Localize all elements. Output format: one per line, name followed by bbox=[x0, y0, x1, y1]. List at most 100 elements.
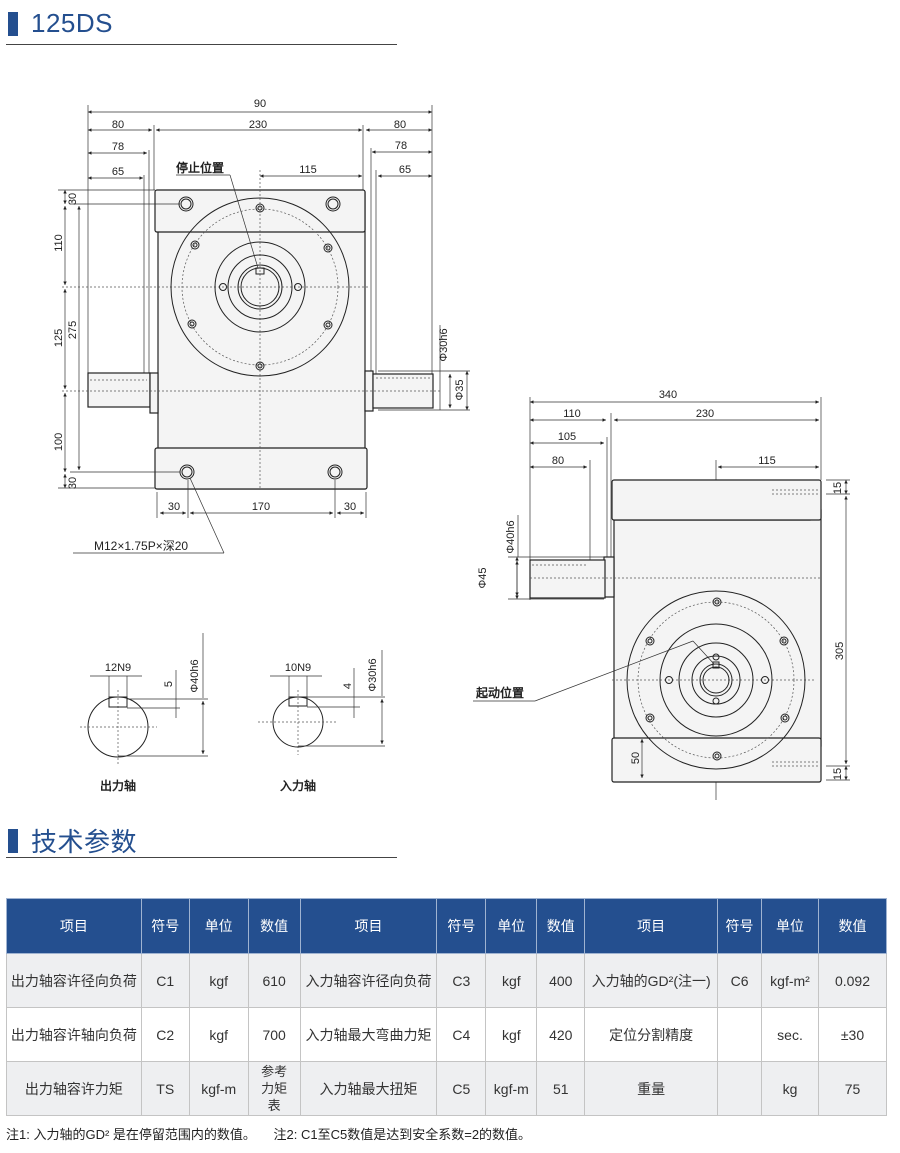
dim-bottom-170: 170 bbox=[252, 501, 270, 513]
dim-side-115: 115 bbox=[758, 455, 776, 467]
cell-symbol: C6 bbox=[717, 953, 763, 1008]
dim-center-230: 230 bbox=[249, 119, 267, 131]
table-row: 出力轴容许力矩 TS kgf-m 参考力矩表 入力轴最大扭矩 C5 kgf-m … bbox=[6, 1061, 888, 1116]
cell-value: ±30 bbox=[817, 1007, 888, 1062]
header-value: 数值 bbox=[817, 898, 888, 954]
cell-symbol: C3 bbox=[436, 953, 487, 1008]
params-section-header: 技术参数 bbox=[8, 822, 137, 859]
header-item: 项目 bbox=[299, 898, 438, 954]
output-shaft-section: 12N9 5 Φ40h6 出力轴 bbox=[80, 633, 208, 793]
side-view: 340 110 230 105 80 115 bbox=[473, 389, 850, 800]
output-shaft-diameter: Φ40h6 bbox=[189, 659, 201, 692]
cell-item: 入力轴最大扭矩 bbox=[299, 1061, 438, 1116]
output-key-width: 12N9 bbox=[105, 662, 131, 674]
dim-shaft-dia-30h6: Φ30h6 bbox=[438, 328, 450, 361]
header-symbol: 符号 bbox=[717, 898, 763, 954]
dim-side-flange-dia-45: Φ45 bbox=[477, 567, 489, 588]
stop-position-label: 停止位置 bbox=[176, 160, 224, 175]
cell-value: 0.092 bbox=[817, 953, 888, 1008]
header-item: 项目 bbox=[584, 898, 719, 954]
dim-left-65: 65 bbox=[112, 166, 124, 178]
cell-symbol: C4 bbox=[436, 1007, 487, 1062]
input-shaft-diameter: Φ30h6 bbox=[367, 658, 379, 691]
cell-symbol: TS bbox=[140, 1061, 190, 1116]
cell-unit: kgf bbox=[188, 1007, 249, 1062]
input-shaft-label: 入力轴 bbox=[280, 778, 316, 793]
model-section-header: 125DS bbox=[8, 8, 113, 39]
technical-drawing: 90 80 230 80 78 78 65 115 65 bbox=[53, 98, 850, 800]
side-input-shaft bbox=[529, 559, 606, 599]
dim-left-80: 80 bbox=[112, 119, 124, 131]
dim-bottom-30-left: 30 bbox=[168, 501, 180, 513]
table-row: 出力轴容许轴向负荷 C2 kgf 700 入力轴最大弯曲力矩 C4 kgf 42… bbox=[6, 1007, 888, 1062]
cell-value: 400 bbox=[536, 953, 586, 1008]
dim-right-65: 65 bbox=[399, 164, 411, 176]
model-title: 125DS bbox=[31, 8, 113, 38]
front-bottom-flange bbox=[154, 447, 368, 490]
input-shaft-section: 10N9 4 Φ30h6 入力轴 bbox=[258, 650, 385, 793]
footnotes: 注1: 入力轴的GD² 是在停留范围内的数值。 注2: C1至C5数值是达到安全… bbox=[6, 1124, 545, 1143]
dim-total-width: 90 bbox=[254, 98, 266, 110]
header-value: 数值 bbox=[247, 898, 301, 954]
cell-item: 出力轴容许轴向负荷 bbox=[6, 1007, 142, 1062]
mounting-holes bbox=[178, 196, 343, 480]
dim-left-110: 110 bbox=[53, 234, 65, 252]
dim-side-15-bottom: 15 bbox=[832, 768, 844, 780]
dim-right-78: 78 bbox=[395, 140, 407, 152]
dim-side-105: 105 bbox=[558, 431, 576, 443]
dim-side-80: 80 bbox=[552, 455, 564, 467]
dim-side-110: 110 bbox=[563, 408, 581, 420]
dim-right-80: 80 bbox=[394, 119, 406, 131]
dim-side-340: 340 bbox=[659, 389, 677, 401]
dim-left-125: 125 bbox=[53, 329, 65, 347]
cell-unit: kgf bbox=[188, 953, 249, 1008]
cell-unit: kgf bbox=[485, 953, 538, 1008]
header-item: 项目 bbox=[6, 898, 142, 954]
section-divider bbox=[6, 44, 397, 45]
dim-left-30-bottom: 30 bbox=[67, 477, 79, 489]
cell-value: 420 bbox=[536, 1007, 586, 1062]
dim-left-78: 78 bbox=[112, 141, 124, 153]
cell-symbol bbox=[717, 1007, 763, 1062]
output-key-depth: 5 bbox=[163, 681, 175, 687]
cell-item: 入力轴最大弯曲力矩 bbox=[299, 1007, 438, 1062]
dim-left-30-top: 30 bbox=[67, 193, 79, 205]
cell-unit: kgf bbox=[485, 1007, 538, 1062]
front-left-shaft bbox=[87, 372, 151, 408]
side-top-block bbox=[611, 479, 822, 521]
cell-value: 75 bbox=[817, 1061, 888, 1116]
dim-side-305: 305 bbox=[834, 642, 846, 660]
header-unit: 单位 bbox=[485, 898, 538, 954]
header-symbol: 符号 bbox=[436, 898, 487, 954]
footnote-2: 注2: C1至C5数值是达到安全系数=2的数值。 bbox=[273, 1127, 532, 1142]
dim-side-15-top: 15 bbox=[832, 482, 844, 494]
cell-item: 入力轴的GD²(注一) bbox=[584, 953, 719, 1008]
cell-symbol: C5 bbox=[436, 1061, 487, 1116]
footnote-1: 注1: 入力轴的GD² 是在停留范围内的数值。 bbox=[6, 1127, 256, 1142]
cell-item: 入力轴容许径向负荷 bbox=[299, 953, 438, 1008]
dim-bottom-30-right: 30 bbox=[344, 501, 356, 513]
dim-flange-dia-35: Φ35 bbox=[454, 379, 466, 400]
start-position-label: 起动位置 bbox=[475, 685, 524, 700]
bolt-holes bbox=[187, 203, 333, 371]
section-bar-icon bbox=[8, 828, 18, 853]
cell-symbol bbox=[717, 1061, 763, 1116]
dim-left-100: 100 bbox=[53, 433, 65, 451]
dim-side-230: 230 bbox=[696, 408, 714, 420]
section-divider bbox=[6, 857, 397, 858]
cell-value: 700 bbox=[247, 1007, 301, 1062]
cell-item: 定位分割精度 bbox=[584, 1007, 719, 1062]
cell-unit: kg bbox=[761, 1061, 819, 1116]
table-header-row: 项目 符号 单位 数值 项目 符号 单位 数值 项目 符号 单位 数值 bbox=[6, 898, 888, 954]
cell-unit: kgf-m bbox=[485, 1061, 538, 1116]
cell-value: 51 bbox=[536, 1061, 586, 1116]
dim-left-275: 275 bbox=[67, 321, 79, 339]
cell-unit: kgf-m bbox=[188, 1061, 249, 1116]
header-value: 数值 bbox=[536, 898, 586, 954]
cell-value: 参考力矩表 bbox=[247, 1061, 301, 1116]
cell-unit: kgf-m² bbox=[761, 953, 819, 1008]
section-bar-icon bbox=[8, 11, 18, 36]
header-symbol: 符号 bbox=[140, 898, 190, 954]
cell-item: 出力轴容许径向负荷 bbox=[6, 953, 142, 1008]
cell-symbol: C2 bbox=[140, 1007, 190, 1062]
